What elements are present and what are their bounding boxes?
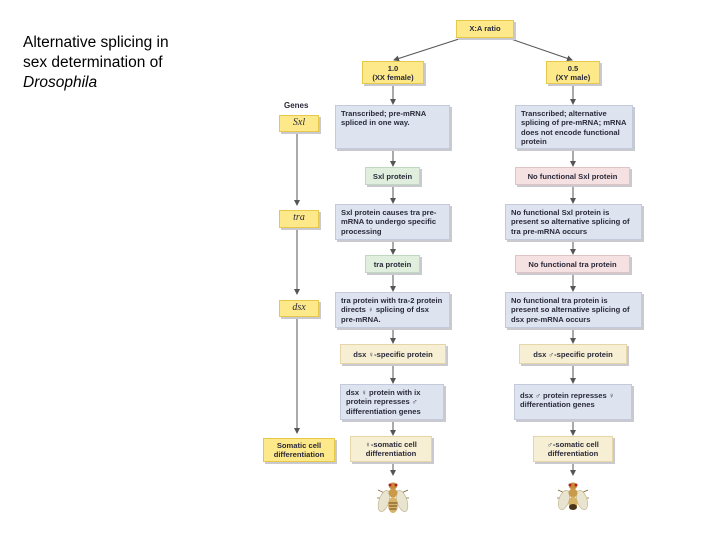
- title-line-2: sex determination of: [23, 54, 163, 71]
- female-somatic-differentiation-text: ♀-somatic cell differentiation: [365, 440, 417, 459]
- male-no-tra-protein-text: No functional tra protein: [528, 260, 617, 269]
- gene-tra-box: tra: [279, 210, 319, 228]
- xa-ratio-label: X:A ratio: [469, 24, 501, 33]
- female-step-transcribed-text: Transcribed; pre-mRNA spliced in one way…: [341, 109, 426, 128]
- female-tra-protein: tra protein: [365, 255, 420, 273]
- male-step-tra-alt-splicing-text: No functional Sxl protein is present so …: [511, 208, 630, 236]
- male-somatic-differentiation: ♂-somatic cell differentiation: [533, 436, 613, 462]
- male-no-tra-protein: No functional tra protein: [515, 255, 630, 273]
- gene-dsx-box: dsx: [279, 300, 319, 317]
- female-step-tra-processing: Sxl protein causes tra pre-mRNA to under…: [335, 204, 450, 240]
- male-no-sxl-protein: No functional Sxl protein: [515, 167, 630, 185]
- female-dsx-protein: dsx ♀-specific protein: [340, 344, 446, 364]
- female-tra-protein-text: tra protein: [373, 260, 412, 269]
- male-ratio-box: 0.5 (XY male): [546, 61, 600, 84]
- arrow-root-male: [507, 37, 573, 62]
- male-ratio-sex: (XY male): [555, 73, 591, 83]
- male-step-transcribed: Transcribed; alternative splicing of pre…: [515, 105, 633, 149]
- female-step-repression: dsx ♀ protein with ix protein represses …: [340, 384, 444, 420]
- male-step-dsx-alt-splicing: No functional tra protein is present so …: [505, 292, 642, 328]
- genes-header: Genes: [284, 101, 309, 110]
- male-fly-illustration: [557, 482, 589, 510]
- title-line-1: Alternative splicing in: [23, 34, 169, 51]
- female-step-repression-text: dsx ♀ protein with ix protein represses …: [346, 388, 421, 416]
- female-step-transcribed: Transcribed; pre-mRNA spliced in one way…: [335, 105, 450, 149]
- female-fly-illustration: [377, 482, 409, 513]
- male-no-sxl-protein-text: No functional Sxl protein: [527, 172, 618, 181]
- female-sxl-protein: Sxl protein: [365, 167, 420, 185]
- male-dsx-protein: dsx ♂-specific protein: [519, 344, 627, 364]
- female-ratio-value: 1.0: [387, 64, 399, 73]
- title-line-3: Drosophila: [23, 74, 98, 91]
- female-sxl-protein-text: Sxl protein: [372, 172, 413, 181]
- female-ratio-sex: (XX female): [372, 73, 414, 83]
- gene-sxl-box: Sxl: [279, 115, 319, 132]
- arrow-root-female: [393, 37, 463, 62]
- male-ratio-value: 0.5: [567, 64, 579, 73]
- male-step-repression-text: dsx ♂ protein represses ♀ differentiatio…: [520, 391, 615, 410]
- male-step-repression: dsx ♂ protein represses ♀ differentiatio…: [514, 384, 632, 420]
- somatic-cell-differentiation-box: Somatic cell differentiation: [263, 438, 335, 462]
- female-step-tra-processing-text: Sxl protein causes tra pre-mRNA to under…: [341, 208, 437, 236]
- female-somatic-differentiation: ♀-somatic cell differentiation: [350, 436, 432, 462]
- gene-sxl-label: Sxl: [292, 117, 306, 128]
- female-step-dsx-splicing: tra protein with tra-2 protein directs ♀…: [335, 292, 450, 328]
- slide-title: Alternative splicing in sex determinatio…: [23, 33, 223, 93]
- somatic-cell-differentiation-label: Somatic cell differentiation: [273, 441, 325, 460]
- male-step-transcribed-text: Transcribed; alternative splicing of pre…: [521, 109, 627, 147]
- male-step-tra-alt-splicing: No functional Sxl protein is present so …: [505, 204, 642, 240]
- gene-tra-label: tra: [293, 212, 305, 223]
- female-dsx-protein-text: dsx ♀-specific protein: [353, 350, 433, 359]
- female-ratio-box: 1.0 (XX female): [362, 61, 424, 84]
- xa-ratio-box: X:A ratio: [456, 20, 514, 38]
- male-somatic-differentiation-text: ♂-somatic cell differentiation: [547, 440, 599, 459]
- female-step-dsx-splicing-text: tra protein with tra-2 protein directs ♀…: [341, 296, 443, 324]
- gene-dsx-label: dsx: [292, 302, 306, 313]
- male-step-dsx-alt-splicing-text: No functional tra protein is present so …: [511, 296, 630, 324]
- male-dsx-protein-text: dsx ♂-specific protein: [533, 350, 613, 359]
